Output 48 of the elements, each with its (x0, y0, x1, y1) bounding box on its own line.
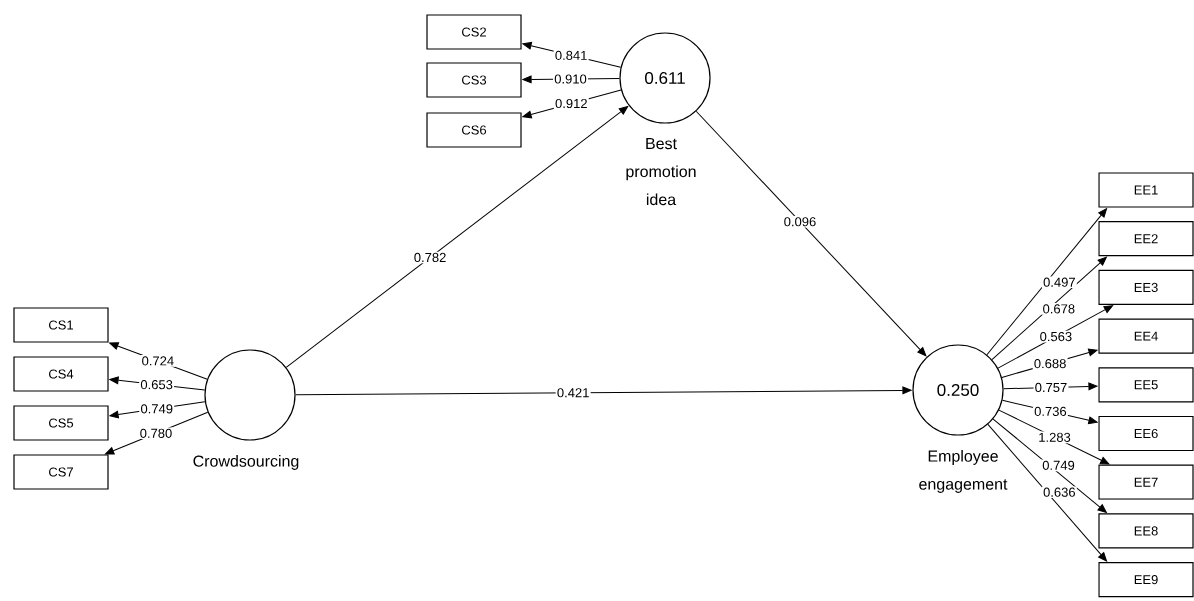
indicator-box: CS5 (13, 405, 109, 441)
arrow (991, 256, 1107, 361)
construct-label: Crowdsourcing (193, 455, 299, 470)
edge-label: 0.421 (555, 386, 591, 399)
edge-label: 0.636 (1041, 486, 1077, 498)
edge-label: 0.910 (553, 73, 588, 85)
arrow (104, 411, 209, 455)
indicator-box: CS3 (426, 62, 522, 98)
arrow (285, 106, 629, 368)
indicator-box: EE6 (1098, 415, 1194, 452)
edge-label: 0.757 (1033, 381, 1069, 394)
arrow (992, 418, 1107, 513)
edge-label: 0.749 (139, 403, 175, 415)
edge-label: 0.782 (412, 251, 448, 264)
indicator-box: CS2 (426, 14, 522, 50)
indicator-box: CS4 (13, 356, 109, 392)
edge-label: 0.841 (553, 49, 589, 62)
indicator-box: EE7 (1098, 464, 1194, 500)
edge-label: 0.096 (782, 215, 818, 228)
indicator-box: EE1 (1098, 172, 1194, 208)
edge-label: 0.497 (1041, 276, 1077, 288)
construct-label: Employee engagement (919, 450, 1008, 493)
indicator-box: EE3 (1098, 269, 1194, 305)
arrow (987, 423, 1108, 562)
edge-label: 0.749 (1041, 459, 1076, 472)
indicator-box: EE5 (1098, 367, 1194, 403)
edge-label: 0.912 (553, 97, 589, 110)
indicator-box: CS7 (13, 454, 109, 490)
edge-label: 0.678 (1041, 303, 1077, 315)
arrow (997, 305, 1114, 369)
indicator-box: EE4 (1098, 318, 1194, 354)
edge-label: 0.724 (140, 355, 176, 367)
indicator-box: EE2 (1098, 221, 1194, 257)
arrow (986, 208, 1108, 356)
indicator-box: CS6 (426, 112, 522, 148)
construct-label: Best promotion idea (626, 138, 696, 206)
indicator-box: CS1 (13, 307, 109, 343)
arrow (295, 386, 912, 396)
latent-circle (204, 349, 296, 441)
edge-label: 0.653 (139, 378, 175, 391)
edge-label: 1.283 (1037, 431, 1072, 444)
indicator-box: EE8 (1098, 513, 1194, 549)
arrow (695, 110, 927, 357)
indicator-box: EE9 (1098, 562, 1194, 598)
edge-label: 0.780 (138, 427, 174, 440)
edge-label: 0.563 (1038, 330, 1074, 343)
edge-label: 0.736 (1032, 405, 1068, 418)
edge-label: 0.688 (1032, 357, 1068, 370)
